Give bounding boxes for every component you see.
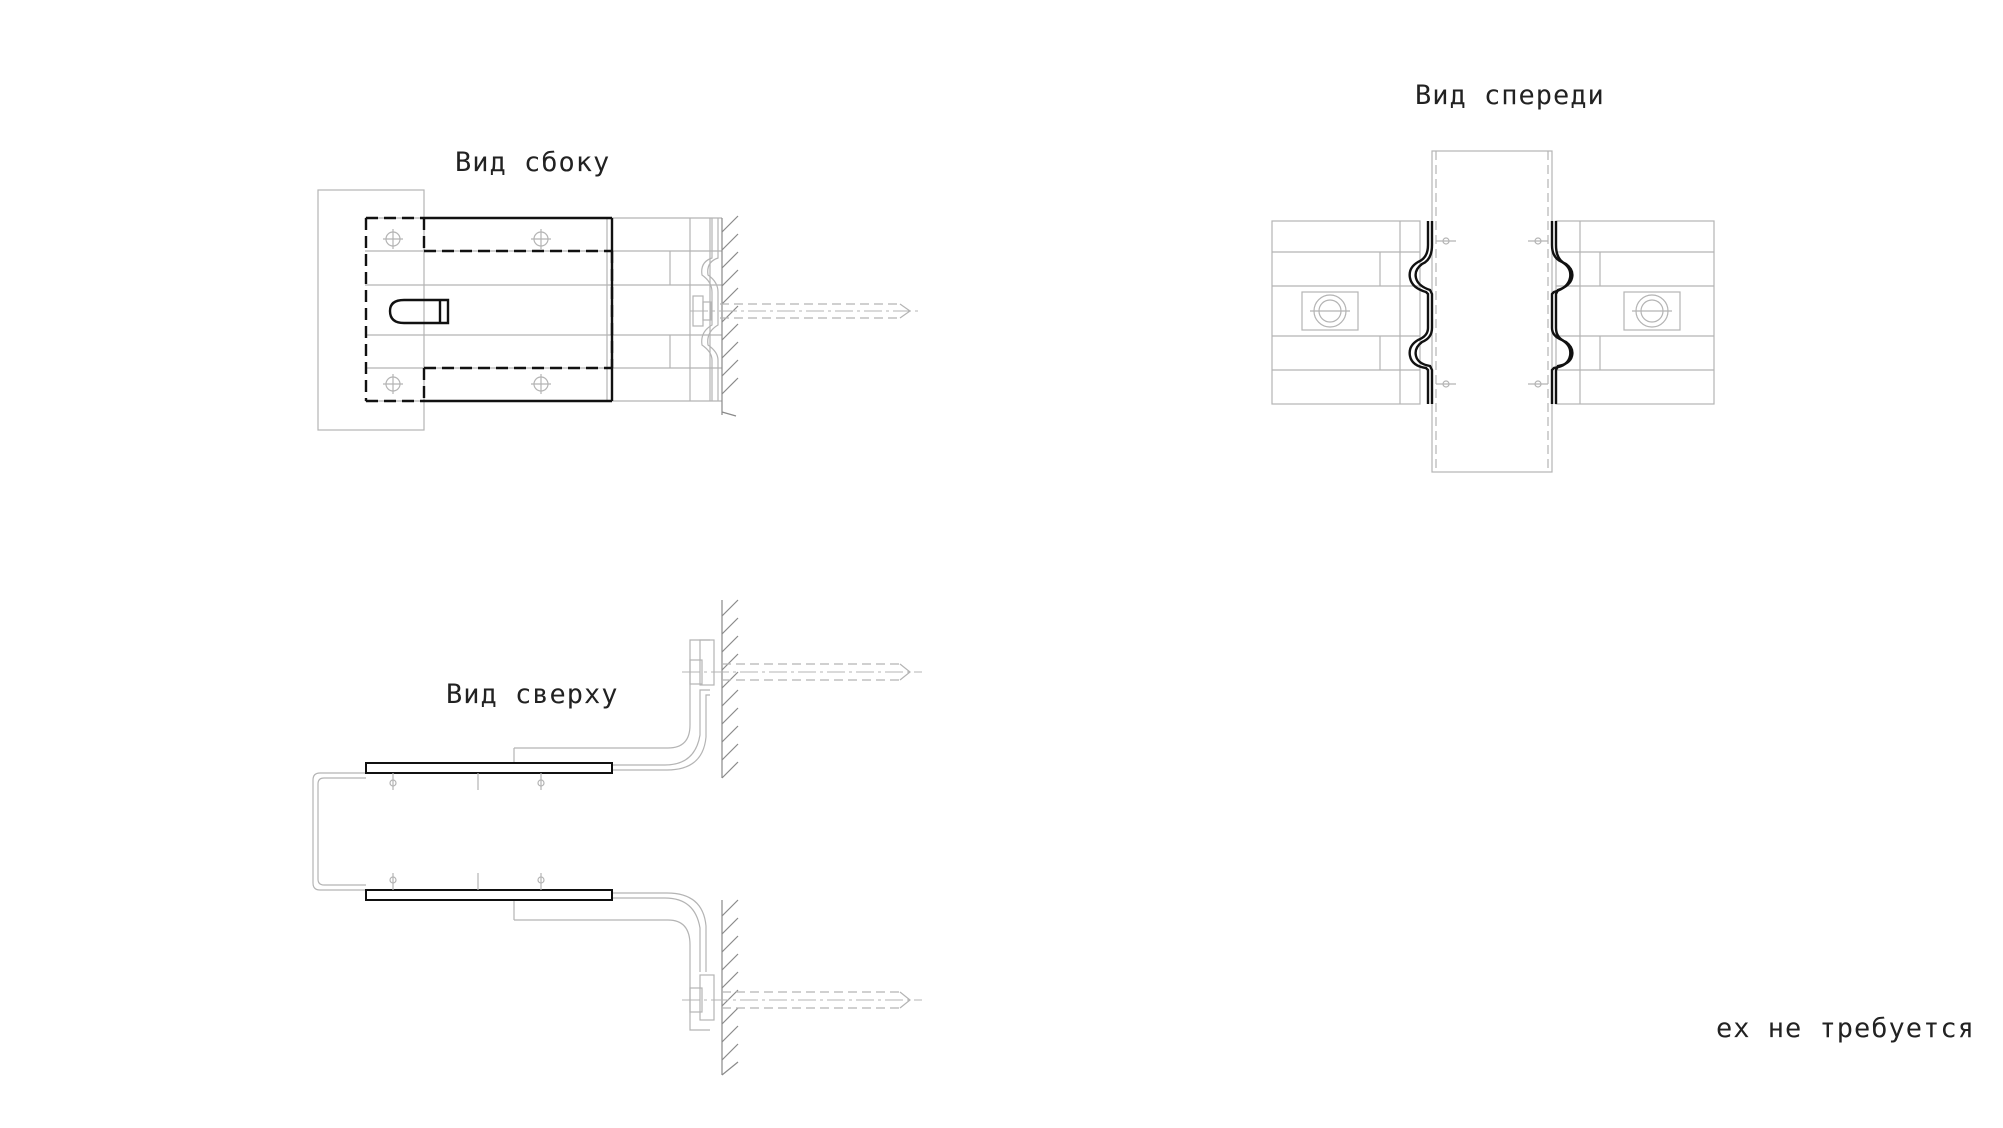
side-anchor-bolt (690, 295, 922, 327)
side-clamp-plate (364, 216, 614, 403)
front-post (1431, 150, 1553, 473)
top-view-title: Вид сверху (446, 679, 619, 710)
top-view: Вид сверху (312, 599, 922, 1076)
front-screws (1436, 237, 1548, 388)
side-screws (383, 229, 551, 394)
front-right-profile (1550, 221, 1572, 404)
top-upper-arm (612, 689, 710, 766)
front-view: Вид спереди (1271, 80, 1715, 473)
front-left-profile (1408, 221, 1430, 404)
top-lower-arm (612, 897, 701, 972)
top-anchor-lower (682, 974, 922, 1021)
top-wall-upper-hatch (721, 599, 739, 779)
top-anchor-upper (682, 639, 922, 686)
top-screw-marks (389, 773, 545, 890)
post-block (317, 189, 425, 431)
top-plate-lower (365, 889, 613, 901)
top-plate-upper (365, 762, 613, 774)
top-wall-lower-hatch (721, 899, 739, 1076)
front-right-block (1555, 220, 1715, 405)
top-u-bracket (312, 772, 366, 891)
side-bracket-profile (701, 218, 713, 401)
front-left-block (1271, 220, 1421, 405)
side-wall-hatch (721, 215, 739, 417)
side-view-title: Вид сбоку (455, 147, 610, 178)
side-slot (388, 298, 450, 325)
note-text: ех не требуется (1716, 1013, 1975, 1044)
front-view-title: Вид спереди (1415, 80, 1605, 111)
side-view: Вид сбоку (317, 147, 922, 431)
